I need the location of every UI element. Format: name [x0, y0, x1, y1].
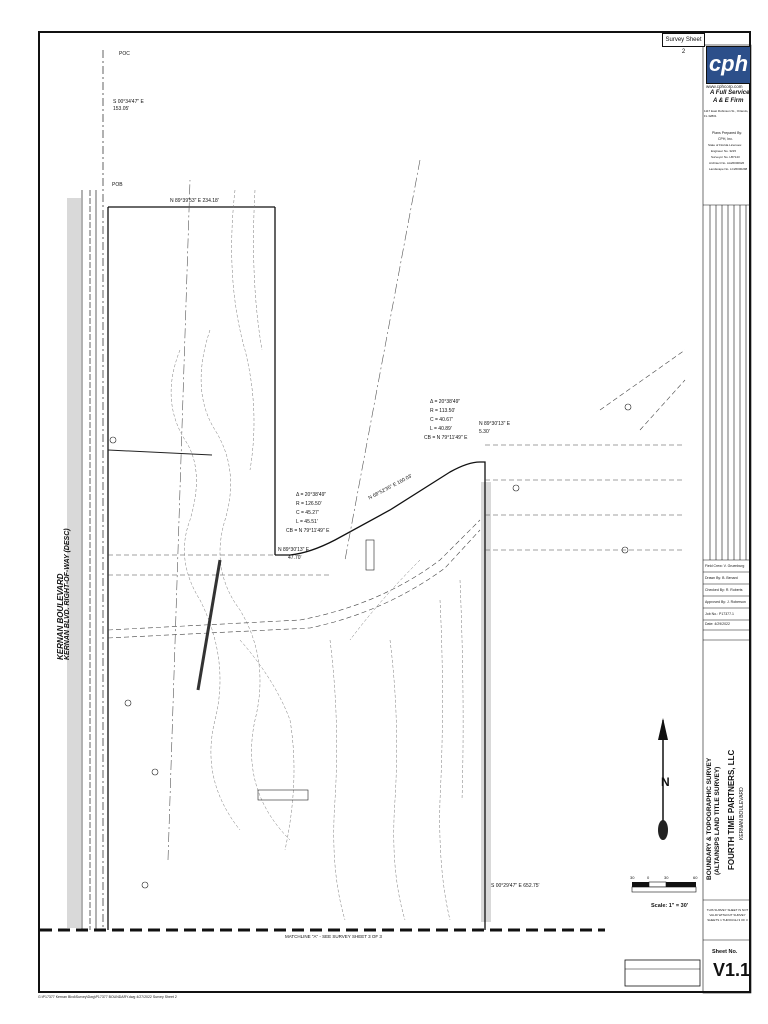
- client-vertical: FOURTH TIME PARTNERS, LLC: [727, 749, 736, 870]
- road-name-2: KERNAN BLVD. RIGHT-OF-WAY (DESC): [64, 528, 71, 660]
- title-vertical-2: (ALTA/NSPS LAND TITLE SURVEY): [714, 766, 721, 875]
- cph-logo: cph: [706, 46, 751, 84]
- north-label: N: [661, 775, 670, 789]
- firm-line-4: Landscape No. LC26000298: [709, 167, 748, 171]
- tagline-2: A & E Firm: [713, 98, 744, 104]
- curve2-length: L = 45.51': [296, 519, 318, 525]
- hatch-right: [481, 482, 491, 922]
- scale-tick-2: 30: [664, 875, 669, 880]
- firm-line-3: Architect No. AA26000926: [709, 161, 745, 165]
- pob-label: POB: [112, 182, 123, 188]
- approved-by: Approved By: J. Roberson: [705, 600, 746, 604]
- checked-by: Checked By: R. Roberts: [705, 588, 743, 592]
- legend-box: [624, 959, 701, 987]
- curve2-delta: Δ = 20°38'49": [296, 492, 327, 498]
- scale-tick-1: 0: [647, 875, 650, 880]
- job-no: Job No.: P17377.1: [705, 612, 734, 616]
- bearing-south-distance: 153.05': [113, 106, 130, 112]
- prepared-by: Plans Prepared By:: [712, 131, 743, 135]
- curve1-radius: R = 113.50': [430, 408, 456, 414]
- field-crew: Field Crew: V. Gruenburg: [705, 564, 745, 568]
- poc-label: POC: [119, 51, 130, 57]
- sheet-label: Sheet No.: [712, 949, 738, 955]
- firm-line-2: Surveyor No. LB7143: [711, 155, 740, 159]
- location-vertical: KERNAN BOULEVARD: [739, 787, 745, 840]
- curve2-chord-bearing: CB = N 79°11'49" E: [286, 528, 330, 534]
- scale-label: Scale: 1" = 30': [651, 903, 689, 909]
- scale-bar: [631, 881, 697, 893]
- firm-line-0: State of Florida Licenses:: [708, 143, 742, 147]
- bearing-right: S 00°29'47" E 652.75': [491, 883, 540, 889]
- road-hatch-left: [67, 198, 81, 928]
- curve2-chord: C = 45.27': [296, 510, 319, 516]
- curve1-length: L = 40.89': [430, 426, 452, 432]
- curve2-radius: R = 126.50': [296, 501, 322, 507]
- survey-sheet-tab: Survey Sheet 2: [662, 33, 705, 55]
- drawn-by: Drawn By: B. Benard: [705, 576, 738, 580]
- bearing-mid-distance: 5.30': [479, 429, 490, 435]
- scale-tick-0: 30: [630, 875, 635, 880]
- validity-note: THIS SURVEY SHEET IS NOT VALID WITHOUT S…: [706, 908, 749, 922]
- curve1-delta: Δ = 20°38'49": [430, 399, 461, 405]
- bearing-low-distance: 47.70': [288, 555, 302, 561]
- sheet-border: [38, 31, 751, 993]
- curve1-chord: C = 40.67': [430, 417, 453, 423]
- bearing-south: S 00°34'47" E: [113, 99, 144, 105]
- file-path-footer: G:\P17377 Kernan Blvd\Survey\Dwg\P17377 …: [38, 995, 177, 999]
- bearing-mid: N 89°30'13" E: [479, 421, 511, 427]
- firm-line-1: Engineer No. 3215: [711, 149, 737, 153]
- bearing-low: N 89°30'13" E: [278, 547, 310, 553]
- utility-line: [196, 559, 222, 691]
- firm-url: www.cphcorp.com: [706, 84, 743, 89]
- matchline-label: MATCHLINE "A" - SEE SURVEY SHEET 3 OF 3: [285, 934, 382, 939]
- sheet-number: V1.1: [713, 960, 751, 980]
- firm-name: CPH, Inc.: [718, 137, 733, 141]
- date: Date: 4/29/2022: [705, 622, 730, 626]
- bearing-top: N 89°39'53" E 234.18': [170, 198, 219, 204]
- tagline-1: A Full Service: [710, 90, 750, 96]
- scale-tick-3: 60: [693, 875, 698, 880]
- north-arrow: [658, 718, 668, 840]
- curve1-chord-bearing: CB = N 79°11'49" E: [424, 435, 468, 441]
- firm-address: 1117 East Robinson St., Orlando, FL 3280…: [704, 109, 749, 118]
- title-vertical-1: BOUNDARY & TOPOGRAPHIC SURVEY: [706, 757, 713, 880]
